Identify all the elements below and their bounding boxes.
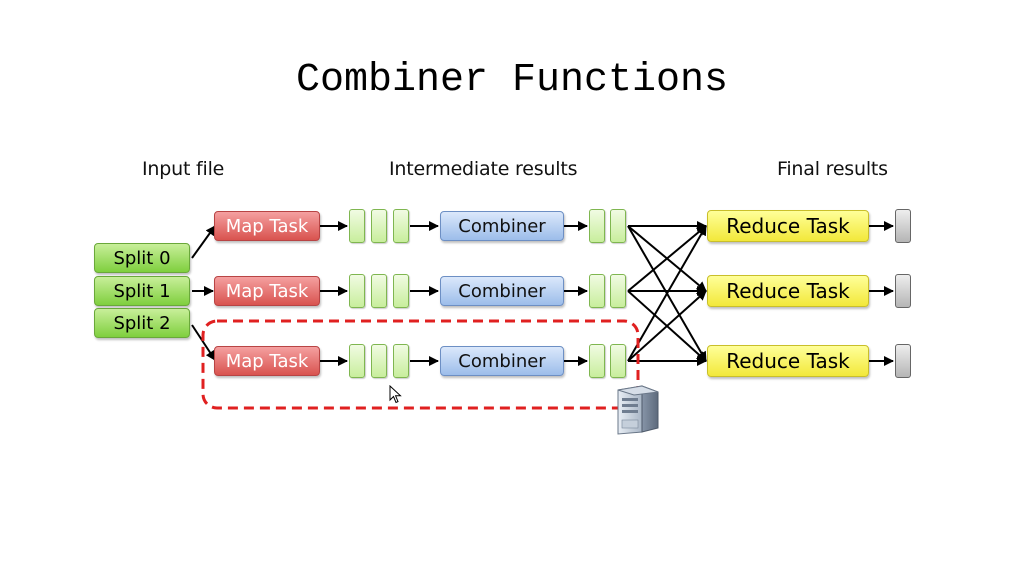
map-task-2: Map Task	[214, 346, 320, 376]
intermediate-chunk	[349, 274, 365, 308]
intermediate-chunk	[371, 209, 387, 243]
header-input-file: Input file	[142, 158, 225, 180]
final-output-block	[895, 274, 911, 308]
combined-chunk	[610, 274, 626, 308]
slide-title: Combiner Functions	[295, 58, 729, 103]
intermediate-chunk	[349, 209, 365, 243]
intermediate-chunk	[393, 209, 409, 243]
shuffle-1-0	[627, 225, 707, 292]
server-icon	[612, 382, 662, 441]
final-output-block	[895, 209, 911, 243]
split-1: Split 1	[94, 276, 190, 306]
header-final-results: Final results	[777, 158, 888, 180]
reduce-task-0: Reduce Task	[707, 210, 869, 242]
combined-chunk	[589, 344, 605, 378]
reduce-task-2: Reduce Task	[707, 345, 869, 377]
split-2: Split 2	[94, 308, 190, 338]
map-task-0: Map Task	[214, 211, 320, 241]
intermediate-chunk	[349, 344, 365, 378]
arrow-split0-map0	[191, 225, 216, 259]
split-0: Split 0	[94, 243, 190, 273]
intermediate-chunk	[393, 344, 409, 378]
combined-chunk	[589, 209, 605, 243]
final-output-block	[895, 344, 911, 378]
intermediate-chunk	[371, 274, 387, 308]
shuffle-2-0	[627, 225, 707, 362]
combined-chunk	[589, 274, 605, 308]
intermediate-chunk	[393, 274, 409, 308]
combiner-0: Combiner	[440, 211, 564, 241]
header-intermediate-results: Intermediate results	[389, 158, 578, 180]
combiner-2: Combiner	[440, 346, 564, 376]
combiner-1: Combiner	[440, 276, 564, 306]
combined-chunk	[610, 344, 626, 378]
mouse-cursor-icon	[389, 384, 403, 410]
arrow-split2-map2	[191, 324, 216, 361]
shuffle-2-1	[627, 290, 707, 362]
intermediate-chunk	[371, 344, 387, 378]
combined-chunk	[610, 209, 626, 243]
map-task-1: Map Task	[214, 276, 320, 306]
machine-highlight-outline	[201, 319, 640, 410]
reduce-task-1: Reduce Task	[707, 275, 869, 307]
